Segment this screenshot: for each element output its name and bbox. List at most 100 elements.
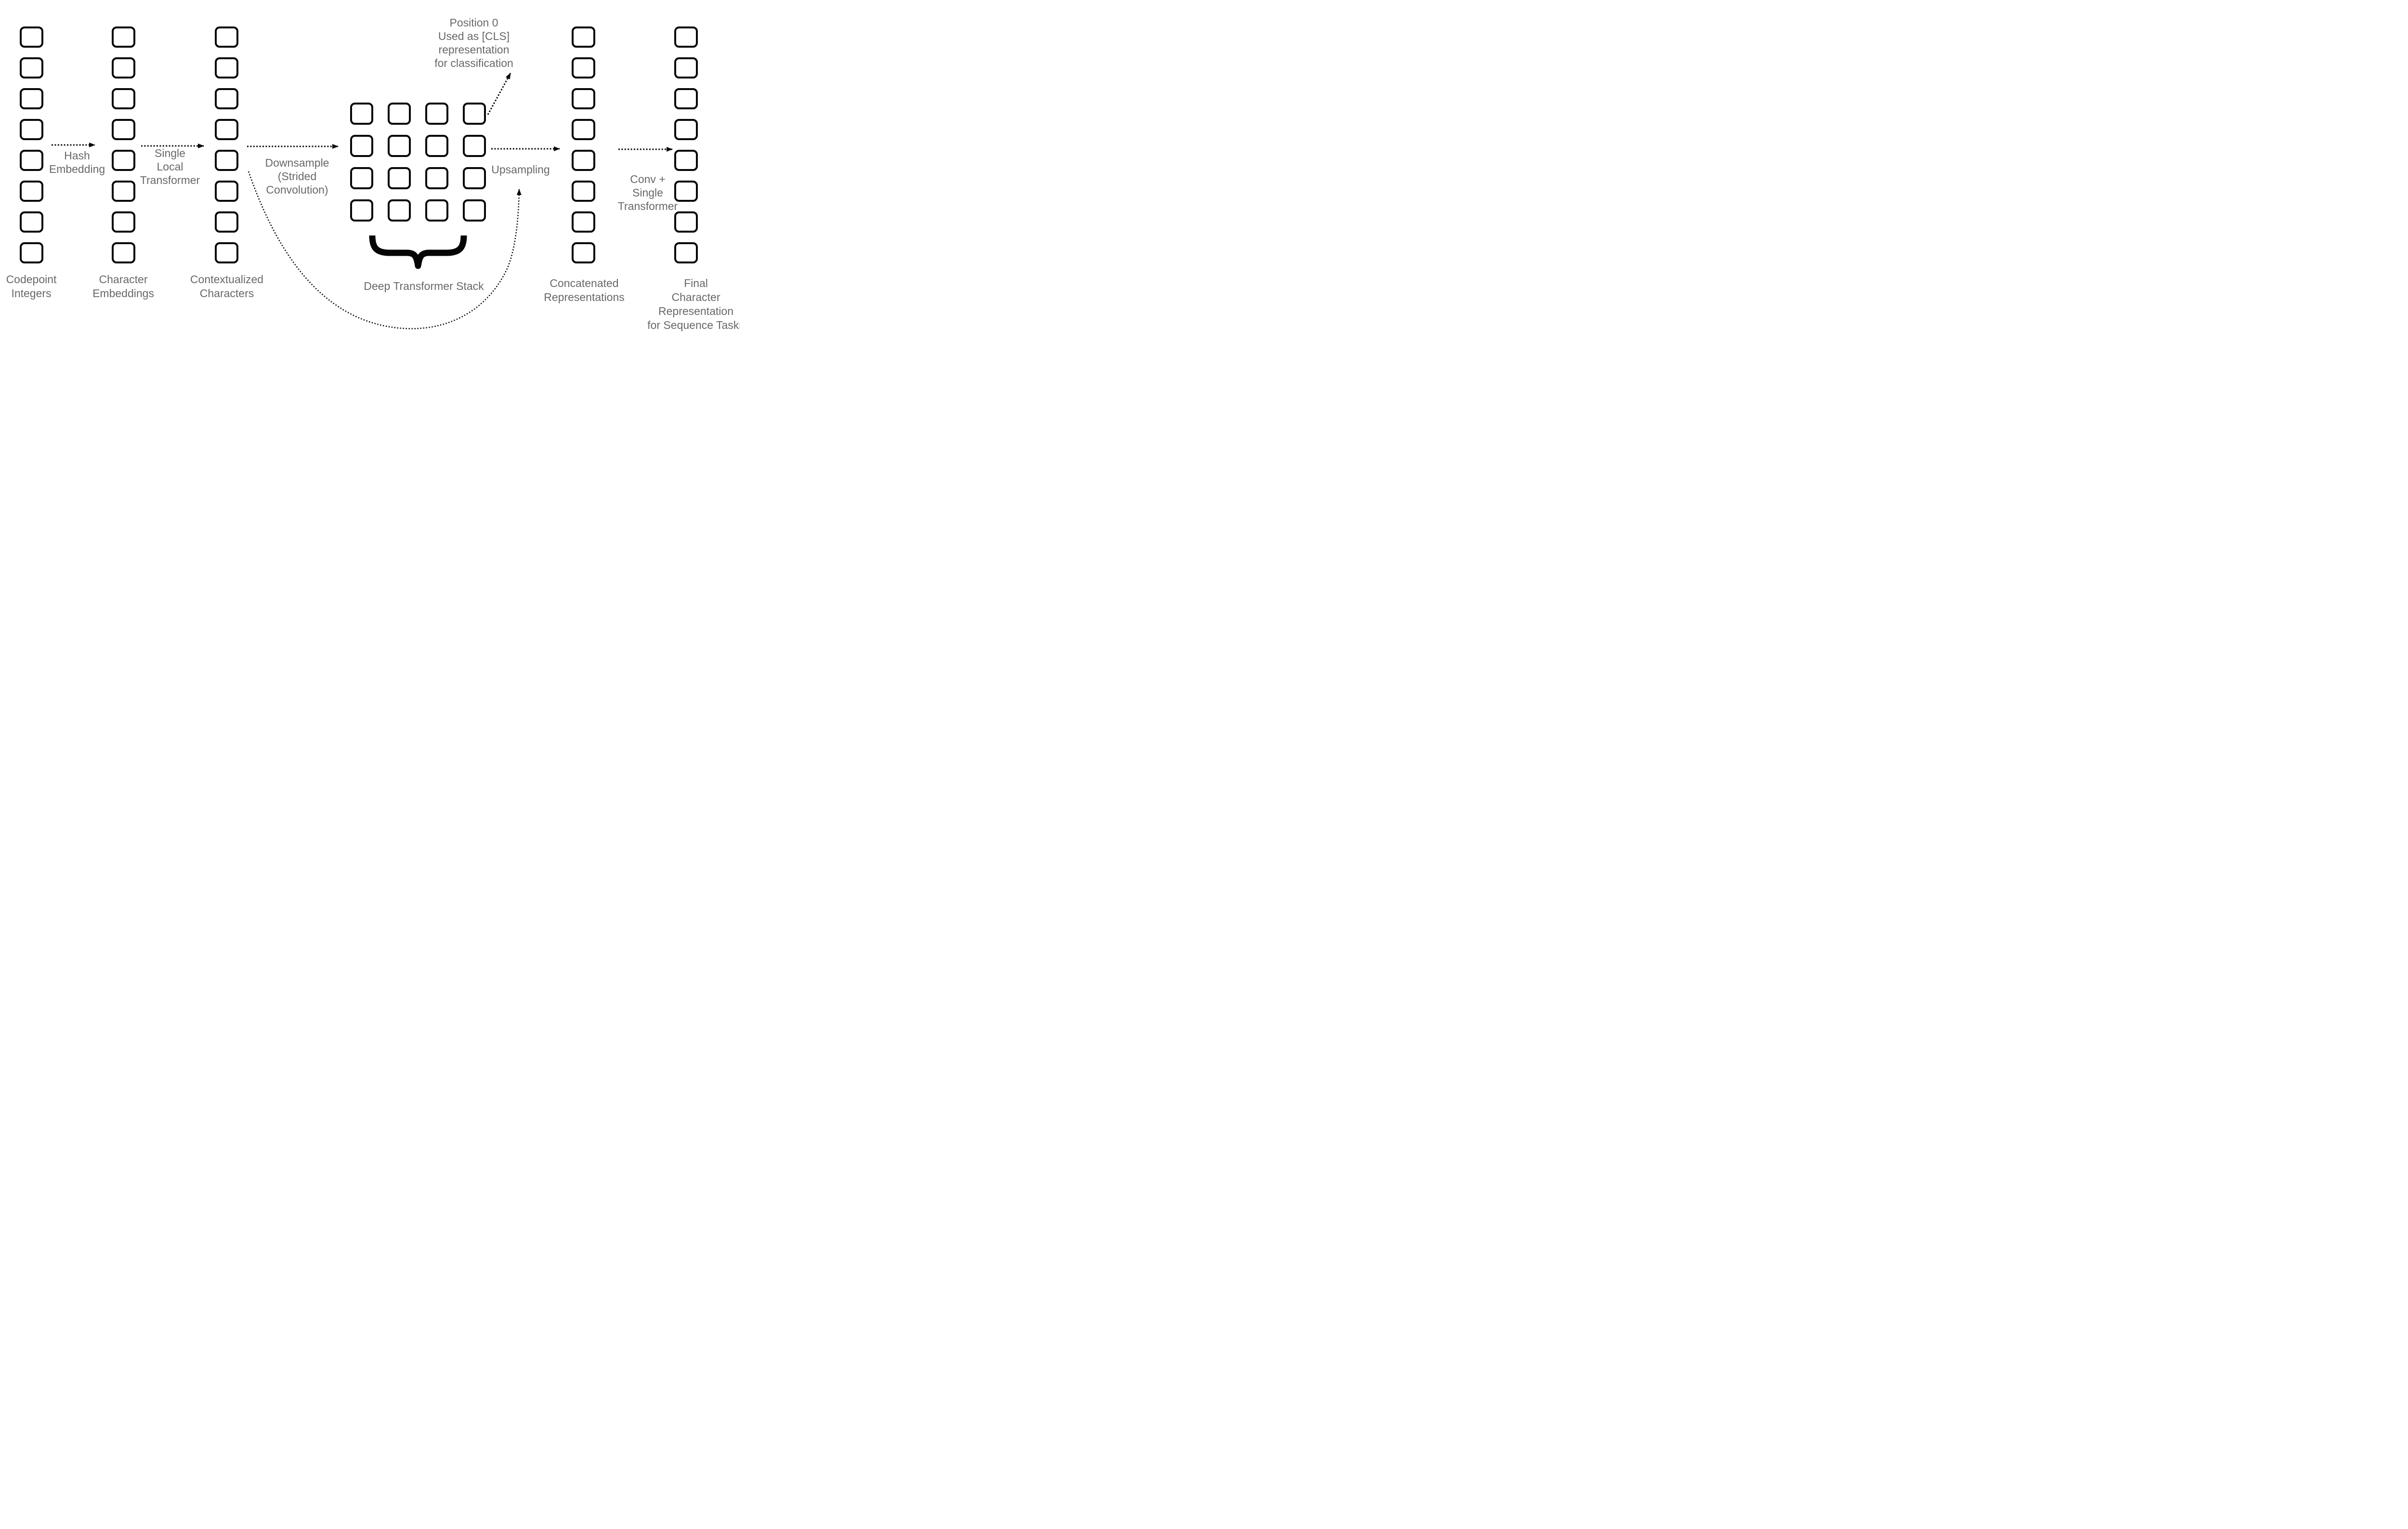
cell-box [388,167,411,189]
character-embeddings-column [112,26,135,263]
cell-box [215,150,238,171]
label-line: Single [632,186,663,199]
label-line: Upsampling [491,163,550,176]
cell-box [388,199,411,222]
cell-box [20,57,43,78]
cell-box [463,103,486,125]
cell-box [112,211,135,233]
cell-box [674,88,698,109]
cell-box [20,211,43,233]
cell-box [572,119,595,140]
cell-box [572,211,595,233]
label-line: Convolution) [266,183,328,196]
cell-box [572,26,595,48]
label-line: Hash [64,149,90,162]
cell-box [20,88,43,109]
label-line: Concatenated [550,277,619,289]
label-line: Used as [CLS] [438,30,510,42]
label-line: Embedding [49,163,105,175]
cell-box [350,167,373,189]
cell-box [572,181,595,202]
cell-box [20,242,43,263]
label-line: Transformer [617,200,678,212]
label-line: Deep Transformer Stack [364,280,484,292]
cell-box [20,26,43,48]
label-line: Final [684,277,708,289]
label-line: Codepoint [6,273,57,286]
concatenated-representations-column [572,26,595,263]
cls-classification-arrow [487,73,511,115]
cell-box [463,199,486,222]
cell-box [350,199,373,222]
label-line: Conv + [630,173,666,185]
cell-box [112,150,135,171]
cell-box [425,199,448,222]
label-line: Embeddings [92,287,154,300]
cell-box [112,181,135,202]
cell-box [350,135,373,157]
cell-box [463,135,486,157]
cell-box [350,103,373,125]
label-line: Integers [11,287,52,300]
label-line: Representation [658,305,733,317]
label-line: Downsample [265,157,329,169]
final-representation-column [674,26,698,263]
label-line: Characters [199,287,254,300]
cell-box [572,150,595,171]
underbrace-icon [369,235,467,269]
label-line: Single [155,147,185,159]
label-line: Contextualized [190,273,264,286]
cell-box [425,135,448,157]
cell-box [215,211,238,233]
label-line: for classification [434,57,513,69]
cell-box [112,119,135,140]
cell-box [572,57,595,78]
cell-box [215,88,238,109]
deep-transformer-grid [350,103,486,222]
upsampling-label: Upsampling [491,163,550,176]
codepoint-integers-column [20,26,43,263]
cell-box [674,181,698,202]
cell-box [674,26,698,48]
label-line: representation [438,43,510,56]
cell-box [112,242,135,263]
cell-box [215,57,238,78]
cell-box [20,150,43,171]
label-line: Local [157,160,183,173]
cell-box [674,211,698,233]
contextualized-characters-column [215,26,238,263]
cell-box [674,57,698,78]
cell-box [572,88,595,109]
cell-box [572,242,595,263]
cell-box [674,150,698,171]
cell-box [112,57,135,78]
label-line: Position 0 [449,16,498,29]
cell-box [112,26,135,48]
cell-box [215,119,238,140]
cell-box [112,88,135,109]
cell-box [425,103,448,125]
cell-box [20,181,43,202]
deep-transformer-stack-label: Deep Transformer Stack [364,279,484,293]
label-line: Character [671,291,720,303]
cell-box [674,119,698,140]
cell-box [20,119,43,140]
label-line: (Strided [277,170,317,183]
cell-box [463,167,486,189]
cell-box [215,26,238,48]
cell-box [674,242,698,263]
label-line: Transformer [140,174,200,186]
label-line: Character [99,273,148,286]
cell-box [215,242,238,263]
